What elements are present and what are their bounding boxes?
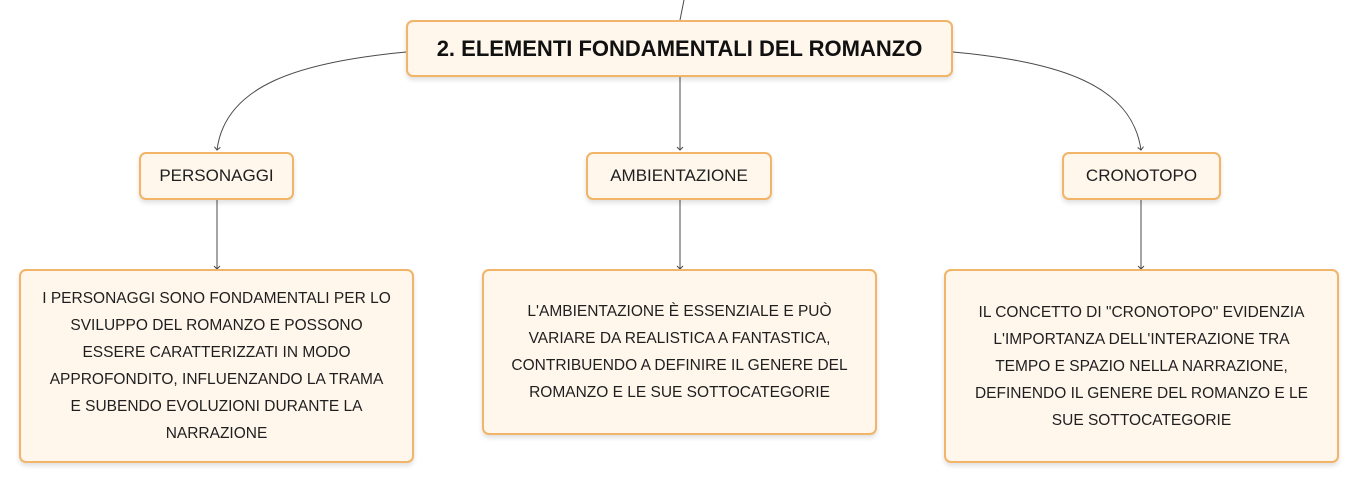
topic-personaggi[interactable]: PERSONAGGI — [139, 152, 294, 200]
connector-root-cronotopo — [952, 51, 1144, 151]
topic-ambientazione-label: AMBIENTAZIONE — [610, 166, 748, 185]
description-line: ROMANZO E LE SUE SOTTOCATEGORIE — [529, 384, 830, 401]
description-line: SUE SOTTOCATEGORIE — [1051, 411, 1232, 429]
description-line: CONTRIBUENDO A DEFINIRE IL GENERE DEL — [511, 357, 848, 374]
description-line: VARIARE DA REALISTICA A FANTASTICA, — [528, 330, 831, 347]
description-line: NARRAZIONE — [165, 425, 268, 442]
description-line: TEMPO E SPAZIO NELLA NARRAZIONE, — [995, 357, 1288, 375]
topic-cronotopo[interactable]: CRONOTOPO — [1062, 152, 1221, 200]
root-topic[interactable]: 2. ELEMENTI FONDAMENTALI DEL ROMANZO — [406, 20, 953, 77]
description-line: I PERSONAGGI SONO FONDAMENTALI PER LO — [42, 290, 391, 307]
incoming-connector — [679, 0, 685, 21]
root-topic-title: 2. ELEMENTI FONDAMENTALI DEL ROMANZO — [436, 35, 923, 61]
description-ambientazione[interactable]: L'AMBIENTAZIONE È ESSENZIALE E PUÒ VARIA… — [482, 269, 877, 435]
description-line: APPROFONDITO, INFLUENZANDO LA TRAMA — [49, 371, 384, 388]
description-ambientazione-text: L'AMBIENTAZIONE È ESSENZIALE E PUÒ VARIA… — [511, 298, 847, 406]
description-personaggi-text: I PERSONAGGI SONO FONDAMENTALI PER LO SV… — [42, 285, 391, 447]
description-line: DEFINENDO IL GENERE DEL ROMANZO E LE — [974, 384, 1309, 402]
topic-cronotopo-label: CRONOTOPO — [1085, 166, 1198, 185]
description-line: IL CONCETTO DI "CRONOTOPO" EVIDENZIA — [978, 303, 1305, 321]
connector-root-personaggi — [213, 51, 407, 151]
description-cronotopo[interactable]: IL CONCETTO DI "CRONOTOPO" EVIDENZIA L'I… — [944, 269, 1339, 463]
description-line: ESSERE CARATTERIZZATI IN MODO — [82, 344, 351, 361]
description-line: E SUBENDO EVOLUZIONI DURANTE LA — [70, 398, 363, 415]
description-line: L'IMPORTANZA DELL'INTERAZIONE TRA — [993, 330, 1290, 348]
description-line: L'AMBIENTAZIONE È ESSENZIALE E PUÒ — [527, 303, 832, 320]
topic-personaggi-label: PERSONAGGI — [159, 166, 274, 185]
description-cronotopo-text: IL CONCETTO DI "CRONOTOPO" EVIDENZIA L'I… — [975, 299, 1308, 434]
description-personaggi[interactable]: I PERSONAGGI SONO FONDAMENTALI PER LO SV… — [19, 269, 414, 463]
description-line: SVILUPPO DEL ROMANZO E POSSONO — [70, 317, 363, 334]
topic-ambientazione[interactable]: AMBIENTAZIONE — [586, 152, 772, 200]
